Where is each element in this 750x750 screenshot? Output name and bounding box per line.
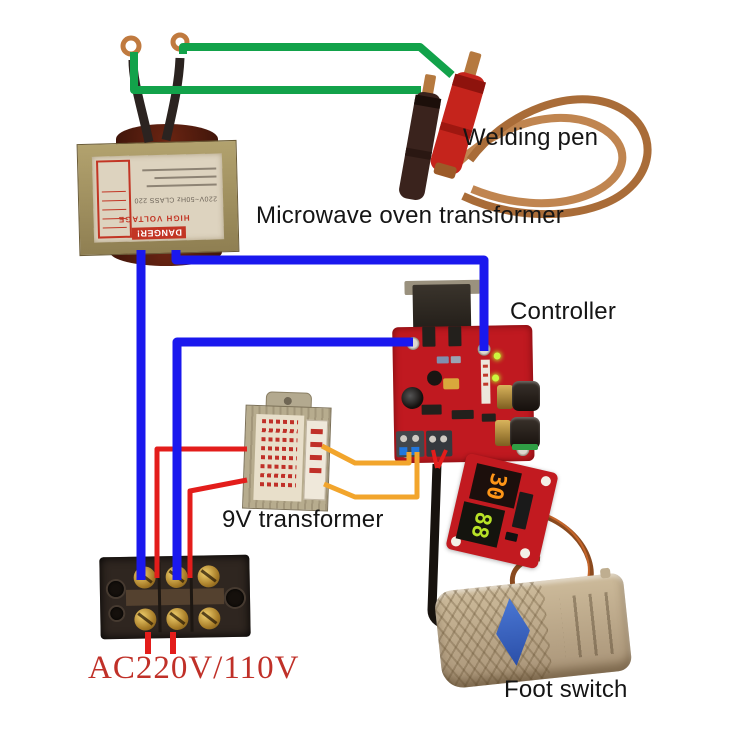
welding-cable [461, 95, 652, 219]
orange-wire [323, 452, 420, 500]
controller-label: Controller [510, 298, 617, 325]
red-wire [187, 477, 248, 578]
green-wire [130, 52, 421, 94]
knob-green-band [512, 444, 538, 450]
transformer-9v-label-text: 9V transformer [222, 506, 384, 533]
red-wire-stub [436, 449, 448, 469]
potentiometer-base [497, 385, 513, 409]
orange-wire [320, 443, 412, 466]
red-wire-stub [431, 449, 439, 469]
current-knob [510, 417, 540, 449]
welding-cable [443, 114, 627, 208]
blue-wire [172, 337, 413, 580]
welding-pen-black [399, 74, 442, 200]
microwave-transformer-label: Microwave oven transformer [256, 202, 564, 229]
ring-terminal [120, 35, 142, 57]
seven-segment-top: 30 [469, 463, 522, 509]
ac-voltage-label: AC220V/110V [88, 650, 300, 686]
potentiometer-base [495, 420, 511, 446]
pedal-texture [433, 580, 554, 690]
heel-ridges [559, 590, 624, 659]
welding-pen-label: Welding pen [463, 124, 599, 151]
seven-segment-bottom: 88 [455, 501, 506, 548]
welding-pen-red [430, 51, 487, 179]
switch-nub [599, 567, 611, 579]
display-switch [504, 531, 519, 543]
foot-switch-label: Foot switch [504, 676, 628, 703]
blue-wire [171, 250, 489, 351]
green-wire [179, 43, 455, 79]
foot-switch [433, 567, 633, 690]
transformer-lead [161, 57, 185, 142]
red-wire [154, 446, 247, 578]
time-knob [512, 381, 540, 411]
